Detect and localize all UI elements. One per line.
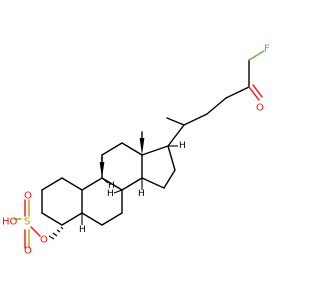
ester-oxygen-label: O [40, 235, 48, 246]
sulfonyl-oxygen-top-label: O [24, 191, 32, 202]
sulfur-label: S [24, 217, 30, 228]
h-c8-label: H [107, 189, 114, 199]
ring-b [81, 177, 123, 226]
h-c5-label: H [79, 225, 86, 235]
angular-methyls [99, 131, 145, 178]
hydroxyl-label: HO [2, 217, 18, 228]
h-c9-label: H [108, 181, 115, 191]
side-chain [166, 50, 265, 147]
fluorine-label: F [264, 44, 270, 55]
ring-a [41, 177, 83, 226]
o3-hash-bond [48, 226, 64, 240]
sulfonyl-oxygen-bottom-label: O [24, 246, 32, 257]
molecule-structure: F O O S O O HO H H H H H [2, 44, 270, 257]
ketone-bond [248, 84, 263, 101]
stereo-bonds [81, 145, 178, 225]
sulfate-group [13, 199, 64, 249]
ketone-oxygen-label: O [256, 103, 264, 114]
h-c14-label: H [138, 189, 145, 199]
h-c17-label: H [179, 141, 186, 151]
ring-d [141, 145, 176, 189]
